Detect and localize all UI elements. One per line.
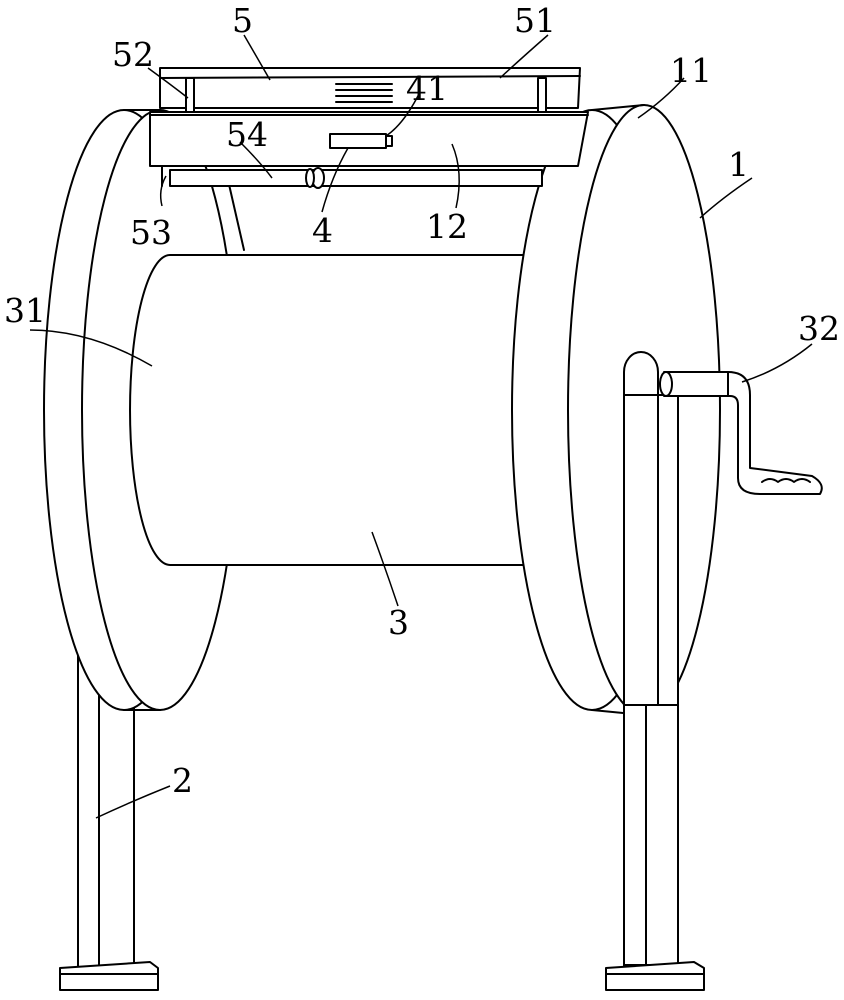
sliding-block [329, 133, 393, 149]
drum [129, 254, 531, 566]
label-54: 54 [226, 115, 268, 154]
label-5: 5 [232, 1, 253, 40]
label-53: 53 [130, 213, 172, 252]
label-52: 52 [112, 35, 154, 74]
vent-slots [335, 83, 393, 109]
label-51: 51 [514, 1, 556, 40]
right-foot [605, 704, 705, 991]
right-leg-front [623, 351, 679, 716]
label-4: 4 [312, 211, 333, 250]
label-31: 31 [4, 291, 46, 330]
guide-rod [161, 165, 543, 189]
label-3: 3 [388, 603, 409, 642]
label-12: 12 [426, 207, 468, 246]
right-flange [511, 104, 721, 716]
label-32: 32 [798, 309, 840, 348]
hand-crank [659, 371, 823, 495]
leader-lines [29, 34, 813, 819]
label-41: 41 [406, 69, 448, 108]
left-foot [59, 961, 159, 991]
label-2: 2 [172, 761, 193, 800]
label-11: 11 [670, 51, 712, 90]
label-1: 1 [728, 145, 749, 184]
part-labels: 5 51 52 41 11 54 1 53 4 12 31 32 3 2 [4, 1, 840, 800]
top-bracket [159, 67, 581, 113]
